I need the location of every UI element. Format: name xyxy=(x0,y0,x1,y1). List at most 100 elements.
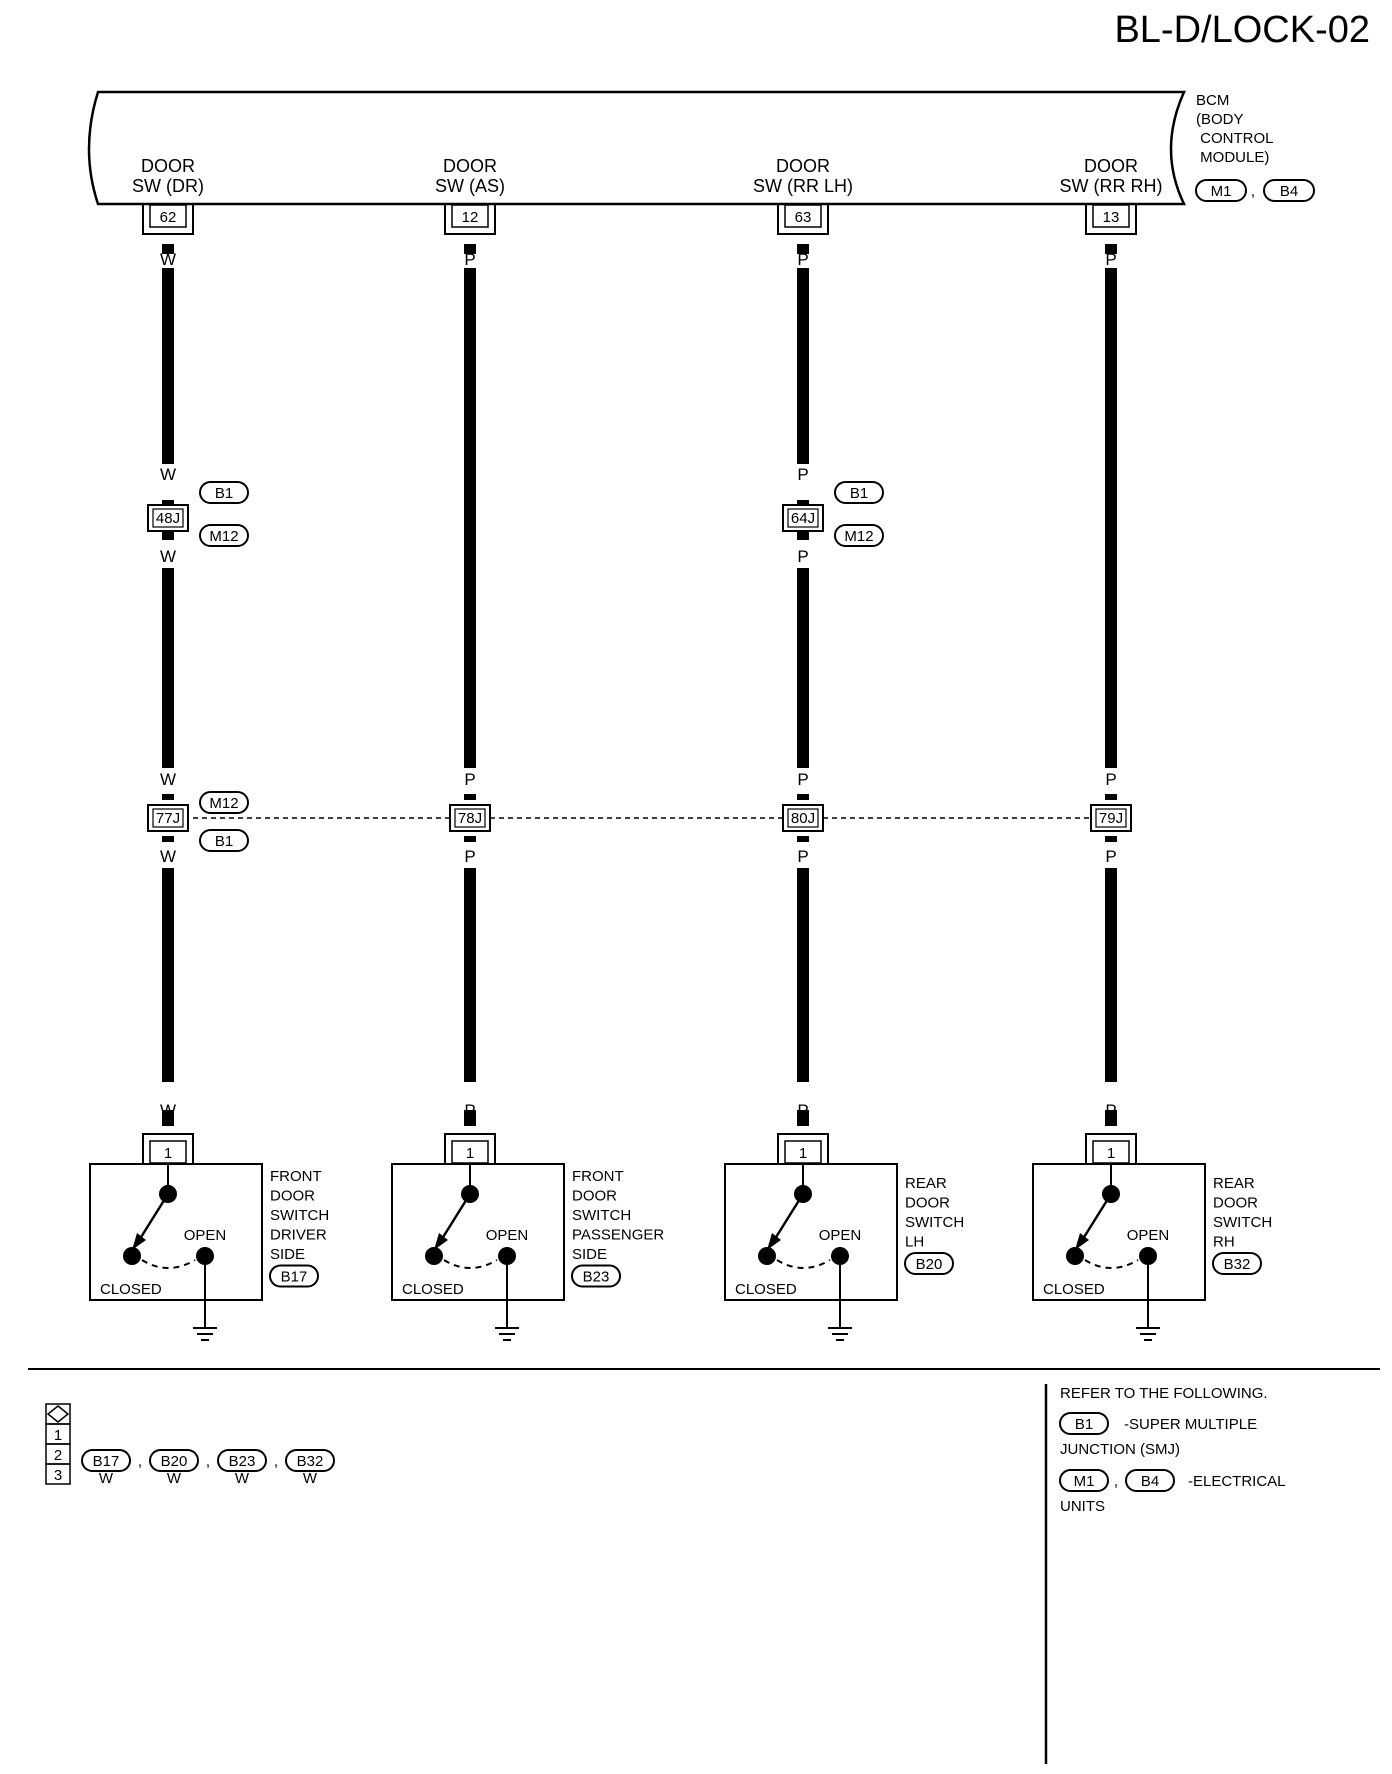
connector-ref-badge xyxy=(1263,179,1315,202)
connector-ref-text: B23 xyxy=(229,1453,256,1470)
wire-color-label: W xyxy=(160,847,176,866)
table-row-number: 3 xyxy=(54,1467,62,1484)
bcm-pin-label: DOOR xyxy=(776,156,830,176)
junction-terminal-label: 64J xyxy=(791,510,815,527)
door-switch-label: DRIVER xyxy=(270,1227,327,1244)
terminal-number: 1 xyxy=(164,1145,172,1162)
door-switch-label: FRONT xyxy=(270,1168,322,1185)
door-switch-label: LH xyxy=(905,1234,924,1251)
junction-terminal-label: 78J xyxy=(458,810,482,827)
terminal-housing xyxy=(1085,1133,1137,1164)
switch-open-label: OPEN xyxy=(1127,1227,1170,1244)
junction-terminal xyxy=(1095,808,1127,828)
connector-ref-badge xyxy=(1059,1412,1109,1435)
switch-blade xyxy=(1079,1193,1113,1243)
terminal-box xyxy=(1092,204,1130,228)
wire-color-label: P xyxy=(464,847,475,866)
connector-ref-text: M1 xyxy=(1074,1473,1095,1490)
reference-text: -SUPER MULTIPLE xyxy=(1124,1416,1257,1433)
connector-ref-badge xyxy=(1059,1469,1109,1492)
wire-segment xyxy=(162,244,174,254)
connector-ref-badge xyxy=(834,524,884,547)
wire-color-label: W xyxy=(160,770,176,789)
wire-color-label: P xyxy=(464,1101,475,1120)
bcm-label-line: CONTROL xyxy=(1196,130,1274,147)
connector-ref-badge xyxy=(269,1264,319,1288)
switch-arrow xyxy=(767,1233,781,1250)
wire-color-label: P xyxy=(797,547,808,566)
connector-ref-badge xyxy=(285,1449,335,1472)
wire-segment xyxy=(1105,1110,1117,1126)
switch-closed-contact xyxy=(425,1247,443,1265)
wire-segment xyxy=(162,532,174,540)
wire-segment xyxy=(464,794,476,800)
switch-travel-arc xyxy=(141,1259,196,1269)
terminal-housing xyxy=(777,1133,829,1164)
bcm-label: BCM (BODY CONTROL MODULE) xyxy=(1196,92,1274,166)
connector-ref-text: M1 xyxy=(1211,183,1232,200)
connector-ref-separator: , xyxy=(206,1453,210,1470)
junction-terminal xyxy=(787,508,819,528)
reference-heading: REFER TO THE FOLLOWING. xyxy=(1060,1385,1268,1402)
wire-color-label: P xyxy=(797,250,808,269)
wire-segment xyxy=(464,244,476,254)
wire-color-label: P xyxy=(464,250,475,269)
connector-ref-separator: , xyxy=(1251,183,1255,200)
door-switch-box xyxy=(391,1163,565,1301)
wire-segment xyxy=(1105,268,1117,768)
door-switch-label: DOOR xyxy=(905,1195,950,1212)
wire-segment xyxy=(797,268,809,464)
connector-ref-separator: , xyxy=(138,1453,142,1470)
door-switch-label: SWITCH xyxy=(1213,1214,1272,1231)
connector-ref-badge xyxy=(199,481,249,504)
wire-color-label: P xyxy=(464,770,475,789)
door-switch-label: SWITCH xyxy=(905,1214,964,1231)
bcm-connector-refs: M1 , B4 xyxy=(1195,179,1315,202)
wire-color-label: W xyxy=(167,1470,182,1487)
bcm-pin-label: SW (DR) xyxy=(132,176,204,196)
connector-ref-text: B1 xyxy=(215,485,233,502)
terminal-number: 1 xyxy=(799,1145,807,1162)
wire-segment xyxy=(464,1110,476,1126)
junction-terminal xyxy=(454,808,486,828)
door-switch-label: DOOR xyxy=(572,1188,617,1205)
door-switch-label: FRONT xyxy=(572,1168,624,1185)
bcm-pin-label: DOOR xyxy=(1084,156,1138,176)
connector-ref-text: B1 xyxy=(1075,1416,1093,1433)
wire-color-label: P xyxy=(1105,770,1116,789)
wire-segment xyxy=(797,868,809,1082)
connector-ref-badge xyxy=(199,524,249,547)
wire-segment xyxy=(162,568,174,768)
connector-ref-text: M12 xyxy=(844,528,873,545)
terminal-box xyxy=(149,204,187,228)
wire-color-label: P xyxy=(797,770,808,789)
switch-open-label: OPEN xyxy=(819,1227,862,1244)
connector-ref-text: B20 xyxy=(161,1453,188,1470)
wire-segment xyxy=(162,268,174,464)
wire-segment xyxy=(464,868,476,1082)
switch-travel-arc xyxy=(1084,1259,1139,1269)
switch-blade xyxy=(136,1193,170,1243)
switch-closed-contact xyxy=(123,1247,141,1265)
terminal-box xyxy=(784,204,822,228)
connector-ref-text: M12 xyxy=(209,795,238,812)
wire-segment xyxy=(797,532,809,540)
connector-ref-badge xyxy=(904,1252,954,1275)
door-switch-label: RH xyxy=(1213,1234,1235,1251)
diamond-icon xyxy=(46,1405,70,1423)
connector-ref-separator: , xyxy=(1114,1473,1118,1490)
wire-color-label: P xyxy=(1105,250,1116,269)
junction-terminal-label: 77J xyxy=(156,810,180,827)
connector-ref-text: B4 xyxy=(1280,183,1298,200)
page-code: BL-D/LOCK-02 xyxy=(1114,9,1370,51)
switch-closed-label: CLOSED xyxy=(735,1281,797,1298)
wire-segment xyxy=(1105,244,1117,254)
connector-ref-text: B20 xyxy=(916,1256,943,1273)
wire-segment xyxy=(797,500,809,504)
